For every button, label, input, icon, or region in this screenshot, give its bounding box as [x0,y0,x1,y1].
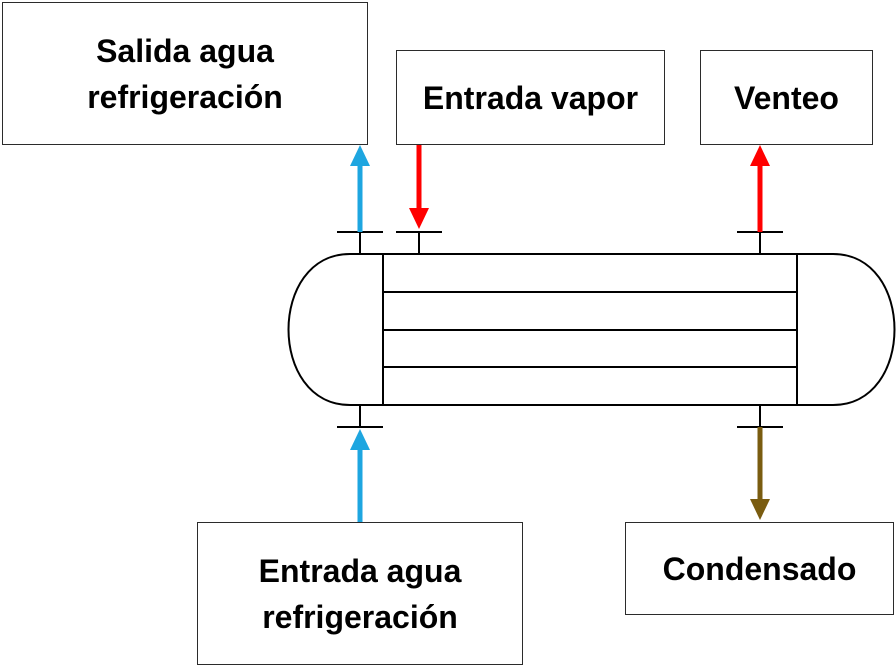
label-line: refrigeración [262,598,458,635]
nozzle-condensate [737,405,783,428]
condensate-arrow [750,427,770,520]
nozzles [337,231,783,428]
water-outlet-arrow [350,145,370,232]
vent-label: Venteo [700,50,873,145]
label-line: Venteo [734,79,839,116]
steam-inlet-label: Entrada vapor [396,50,665,145]
label-line: refrigeración [87,78,283,115]
label-line: Entrada agua [258,552,462,589]
steam-inlet-arrow [409,145,429,229]
nozzle-vent [737,231,783,254]
label-line: Condensado [662,550,857,587]
cooling-water-inlet-label: Entrada agua refrigeración [197,522,523,665]
nozzle-water-outlet [337,231,383,254]
condensate-label: Condensado [625,522,894,615]
label-line: Salida agua [96,32,274,69]
vent-arrow [750,145,770,232]
cooling-water-outlet-label: Salida agua refrigeración [2,2,368,145]
exchanger-shell [287,253,896,406]
nozzle-water-inlet [337,405,383,428]
water-inlet-arrow [350,429,370,522]
flow-arrows [350,145,770,522]
shell-outline [287,253,896,406]
nozzle-steam-inlet [396,231,442,254]
label-line: Entrada vapor [422,79,639,116]
